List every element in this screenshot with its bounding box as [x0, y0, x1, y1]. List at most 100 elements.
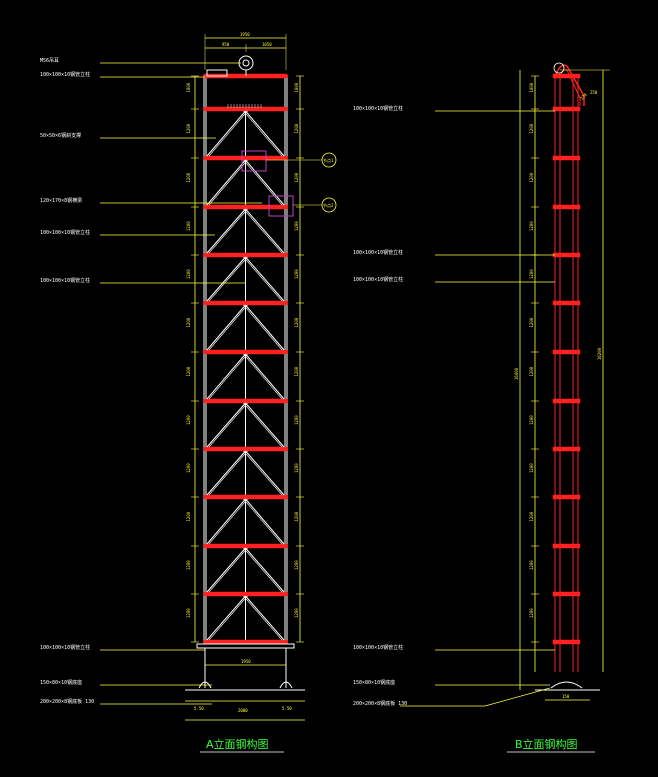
view-a-label: 100×100×10钢管立柱: [40, 644, 90, 651]
view-b-label: 100×100×10钢管立柱: [353, 105, 403, 112]
view-a-beam-joint: [203, 107, 207, 111]
view-a-top-plate: [206, 69, 228, 77]
view-a-lifting-lug: [238, 55, 254, 71]
view-a-panel-dim: 1200: [186, 560, 191, 570]
view-b-beam: [552, 543, 581, 549]
view-a-brace: [208, 402, 248, 448]
view-a-beam-joint: [203, 592, 207, 596]
view-a-label: 100×100×10钢管立柱: [40, 277, 90, 284]
view-a-brace: [243, 159, 283, 206]
view-a-brace: [243, 595, 283, 641]
view-a-beam: [204, 494, 287, 500]
view-a-label: 100×100×10钢管立柱: [40, 229, 90, 236]
view-b-beam: [552, 73, 581, 79]
view-a-beam-joint: [203, 301, 207, 305]
view-a-beam-joint: [284, 495, 288, 499]
view-a-panel-dim: 1200: [294, 608, 299, 618]
view-a-brace: [243, 353, 283, 400]
view-b-lifting-lug: [553, 62, 565, 74]
view-a-brace: [208, 498, 248, 545]
view-b-beam: [552, 494, 581, 500]
view-b-top-dim: 250: [590, 90, 598, 95]
view-a-brace: [206, 208, 246, 254]
view-a-beam-joint: [284, 156, 288, 160]
view-b-label: 100×100×10钢管立柱: [353, 644, 403, 651]
view-a-panel-dim: 1200: [294, 366, 299, 376]
view-a-brace: [206, 547, 246, 593]
view-b-beam: [552, 639, 581, 645]
view-a-brace: [206, 450, 246, 496]
view-b-beam: [552, 155, 581, 161]
view-a-bottom-dim: 5.50: [282, 706, 292, 711]
view-a-beam: [204, 543, 287, 549]
view-b-title: B立面钢构图: [515, 738, 578, 751]
view-a-brace: [208, 110, 248, 157]
view-a-brace: [243, 304, 283, 351]
view-a-panel-dim: 1200: [186, 463, 191, 473]
view-b-beam: [552, 106, 581, 112]
view-a-brace: [243, 256, 283, 302]
view-a-bottom-dim: 2000: [238, 708, 248, 713]
view-a-panel-dim: 1200: [186, 317, 191, 327]
view-a-beam: [204, 204, 287, 210]
view-a-brace: [245, 547, 285, 593]
view-a-detail-tag-label: 节点2: [323, 202, 334, 208]
view-b-beam: [552, 204, 581, 210]
view-a-beam-joint: [203, 544, 207, 548]
view-a-brace: [206, 595, 246, 641]
view-a-label: 50×50×6钢斜支撑: [40, 132, 81, 139]
view-a-label: 150×80×10钢底座: [40, 679, 82, 686]
view-a-brace: [245, 498, 285, 545]
view-a-base-anchor: [198, 681, 212, 689]
view-b-beam: [552, 252, 581, 258]
view-b-panel-dim: 1200: [529, 221, 534, 231]
view-a-brace: [208, 595, 248, 641]
view-a-detail-box-1: [241, 150, 267, 172]
view-a-bottom-dim: 5.50: [194, 706, 204, 711]
view-a-beam-joint: [203, 640, 207, 644]
view-b-label: 200×200×8钢底板 130: [353, 700, 407, 707]
view-a-base-dim: 1950: [241, 659, 251, 664]
view-b-beam: [552, 398, 581, 404]
view-a-beam-joint: [284, 350, 288, 354]
view-b-right-dim: 16200: [597, 347, 602, 360]
view-a-beam-joint: [203, 399, 207, 403]
view-a-label: 200×200×8钢底板 130: [40, 698, 94, 705]
view-b-label: 100×100×10钢管立柱: [353, 276, 403, 283]
view-b-beam: [552, 446, 581, 452]
view-a-brace: [243, 402, 283, 448]
view-a-detail-box-2: [268, 195, 294, 217]
view-a-beam-joint: [203, 253, 207, 257]
view-a-beam: [204, 252, 287, 258]
view-a-panel-dim: 1200: [186, 608, 191, 618]
view-a-beam-joint: [284, 205, 288, 209]
view-a-panel-dim: 1200: [186, 123, 191, 133]
view-a-brace: [245, 450, 285, 496]
view-b-panel-dim: 1200: [529, 269, 534, 279]
view-a-brace: [208, 547, 248, 593]
view-a-panel-dim: 1200: [186, 366, 191, 376]
view-a-panel-dim: 1000: [294, 82, 299, 92]
view-b-panel-dim: 1200: [529, 415, 534, 425]
view-a-brace: [243, 547, 283, 593]
view-a-panel-dim: 1200: [294, 415, 299, 425]
view-b-beam: [552, 591, 581, 597]
view-a-beam-joint: [284, 592, 288, 596]
view-b-base-dim: 150: [562, 694, 570, 699]
view-b-panel-dim: 1200: [529, 608, 534, 618]
view-a-beam-joint: [203, 74, 207, 78]
view-a-beam-joint: [284, 301, 288, 305]
view-a-beam-joint: [284, 447, 288, 451]
view-b-base-foot: [550, 681, 583, 689]
view-a-beam: [204, 398, 287, 404]
view-a-brace: [245, 208, 285, 254]
view-a-label: 120×170×8钢横梁: [40, 197, 82, 204]
view-a-beam: [204, 155, 287, 161]
view-a-brace: [208, 450, 248, 496]
view-a-beam-joint: [203, 156, 207, 160]
view-b-beam: [552, 349, 581, 355]
view-a-brace: [243, 450, 283, 496]
view-a-brace: [206, 110, 246, 157]
